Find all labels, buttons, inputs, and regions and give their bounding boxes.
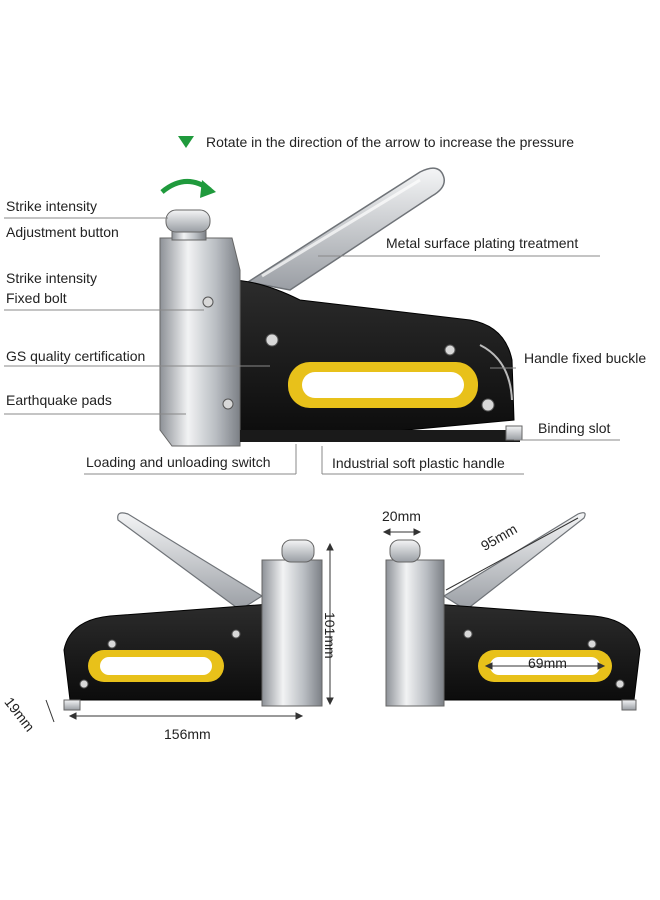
label-soft-handle: Industrial soft plastic handle [332, 455, 505, 471]
callout-lines [4, 217, 620, 475]
label-adjustment-button: Adjustment button [6, 224, 119, 240]
left-dimension-lines [45, 542, 334, 723]
right-stapler [385, 512, 641, 711]
label-loading-switch: Loading and unloading switch [86, 454, 271, 470]
dim-length: 156mm [164, 726, 211, 742]
label-binding-slot: Binding slot [538, 420, 611, 436]
dim-grip-width: 69mm [528, 655, 567, 671]
label-strike-intensity: Strike intensity [6, 198, 98, 214]
dim-height: 101mm [322, 612, 338, 659]
pressure-note: Rotate in the direction of the arrow to … [206, 134, 575, 150]
main-stapler [159, 167, 523, 447]
label-handle-buckle: Handle fixed buckle [524, 350, 647, 366]
label-gs-quality: GS quality certification [6, 348, 146, 364]
down-arrow-icon [178, 136, 194, 148]
label-metal-surface: Metal surface plating treatment [386, 235, 579, 251]
left-stapler [63, 512, 323, 711]
label-fixed-bolt: Fixed bolt [6, 290, 67, 306]
label-strike-intensity-2: Strike intensity [6, 270, 98, 286]
right-dimension-lines [382, 517, 606, 670]
label-earthquake-pads: Earthquake pads [6, 392, 112, 408]
dim-top-width: 20mm [382, 508, 421, 524]
